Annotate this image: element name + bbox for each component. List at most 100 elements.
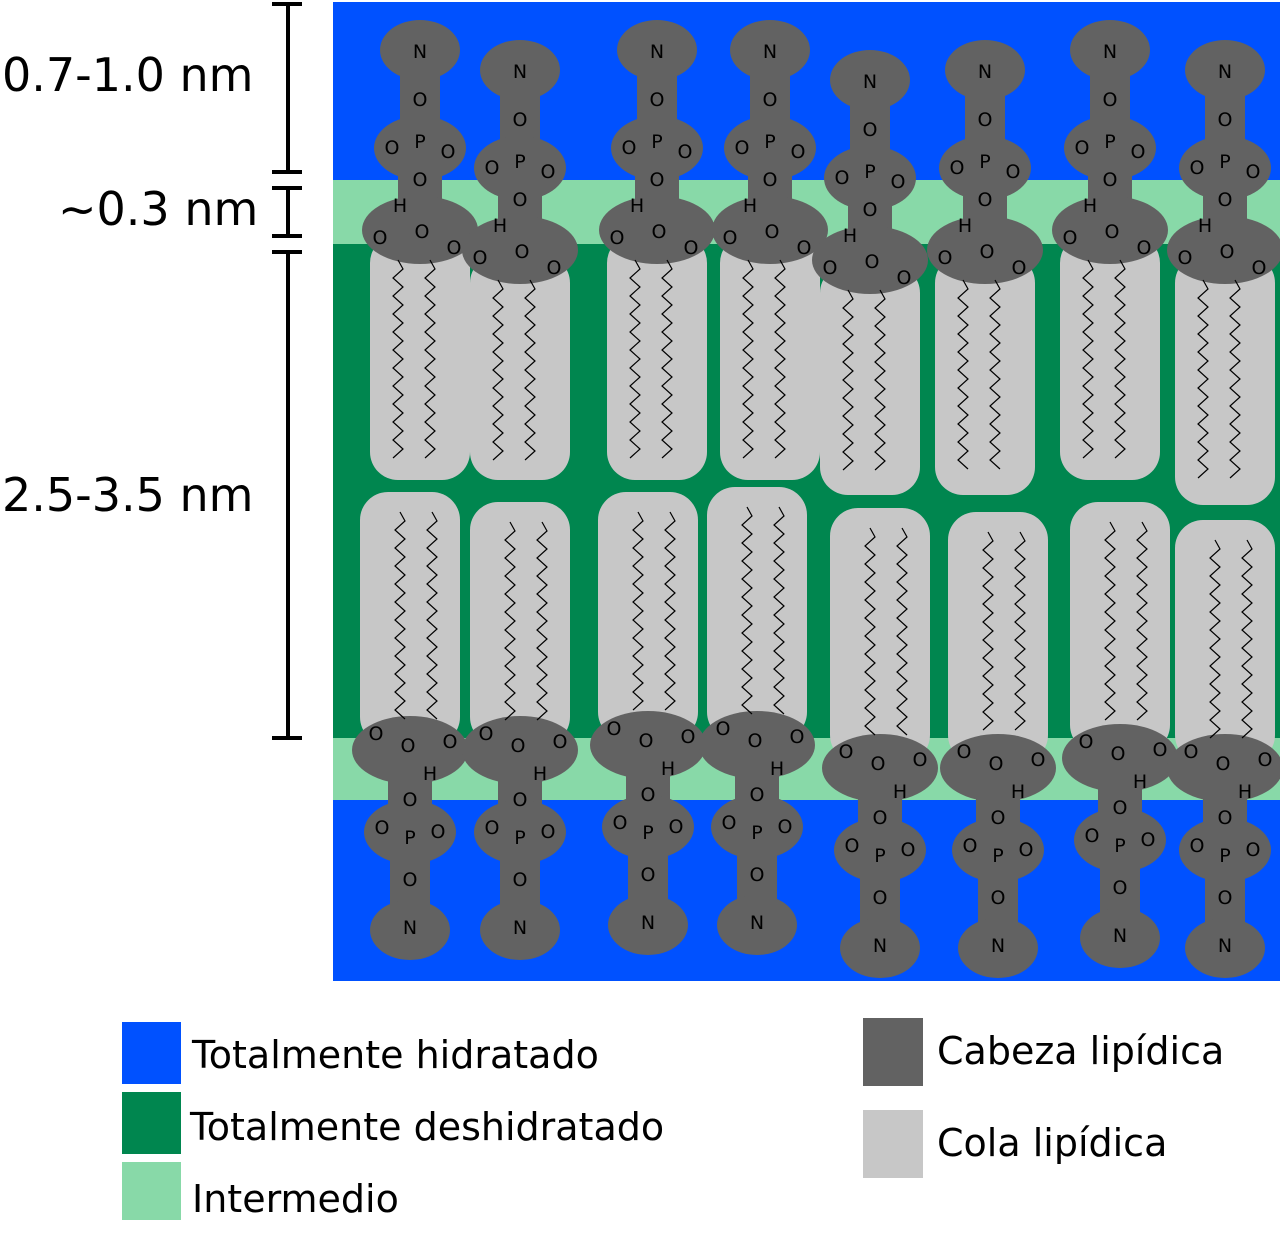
svg-text:O: O [1019,839,1034,861]
svg-text:O: O [978,189,993,211]
svg-text:O: O [447,237,462,259]
svg-text:O: O [485,817,500,839]
lipid-head [822,734,938,802]
svg-text:O: O [963,835,978,857]
lipid-tail [830,508,930,763]
legend-label-tail: Cola lipídica [937,1121,1168,1165]
svg-text:O: O [1220,241,1235,263]
svg-text:O: O [513,869,528,891]
svg-text:O: O [403,869,418,891]
lipid-tail [607,235,707,480]
svg-text:P: P [1104,131,1115,153]
svg-text:O: O [750,784,765,806]
svg-text:P: P [642,822,653,844]
svg-text:H: H [393,195,407,217]
lipid-head [1062,724,1178,792]
lipid-tail [360,492,460,745]
svg-text:H: H [893,781,907,803]
svg-text:O: O [385,137,400,159]
head-region-measurement: 0.7-1.0 nm [2,48,254,102]
svg-text:N: N [1103,41,1117,63]
legend-swatch-head [863,1018,923,1086]
svg-text:O: O [1079,731,1094,753]
svg-text:O: O [1103,169,1118,191]
svg-text:O: O [413,89,428,111]
svg-text:O: O [413,169,428,191]
svg-text:O: O [891,171,906,193]
measurement-bars [272,2,302,740]
svg-text:O: O [1075,137,1090,159]
legend-label-head: Cabeza lipídica [937,1029,1225,1073]
svg-text:P: P [414,131,425,153]
svg-text:O: O [723,227,738,249]
svg-text:P: P [1219,845,1230,867]
svg-text:O: O [431,821,446,843]
svg-text:O: O [1252,257,1267,279]
svg-text:O: O [991,807,1006,829]
svg-text:O: O [485,157,500,179]
svg-text:O: O [1218,807,1233,829]
svg-text:N: N [413,41,427,63]
svg-text:N: N [978,61,992,83]
svg-text:H: H [1198,215,1212,237]
lipid-head [712,196,828,264]
svg-text:O: O [750,864,765,886]
svg-text:O: O [1063,227,1078,249]
svg-text:O: O [684,237,699,259]
svg-text:N: N [1218,935,1232,957]
svg-text:O: O [1246,161,1261,183]
svg-text:O: O [443,731,458,753]
svg-text:O: O [901,839,916,861]
svg-text:O: O [778,816,793,838]
lipid-head [927,216,1043,284]
lipid-head [590,711,706,779]
lipid-head [812,226,928,294]
svg-text:H: H [1133,771,1147,793]
svg-text:O: O [1178,247,1193,269]
lipid-head [352,716,468,784]
svg-text:O: O [515,241,530,263]
svg-text:O: O [873,887,888,909]
svg-text:O: O [897,267,912,289]
svg-text:O: O [650,89,665,111]
svg-text:O: O [403,789,418,811]
svg-text:O: O [748,730,763,752]
lipid-head [462,716,578,784]
svg-text:O: O [1111,743,1126,765]
lipid-tail [935,255,1035,495]
svg-text:O: O [373,227,388,249]
svg-text:O: O [950,157,965,179]
svg-text:H: H [1083,195,1097,217]
svg-text:O: O [415,221,430,243]
svg-text:N: N [513,61,527,83]
lipid-tail [1060,235,1160,480]
svg-text:H: H [1011,781,1025,803]
svg-text:O: O [1141,829,1156,851]
lipid-head [699,711,815,779]
svg-text:P: P [751,822,762,844]
svg-text:O: O [1137,237,1152,259]
svg-text:O: O [938,247,953,269]
svg-text:P: P [514,151,525,173]
svg-text:O: O [1153,739,1168,761]
svg-text:H: H [493,215,507,237]
svg-text:O: O [473,247,488,269]
svg-text:O: O [681,726,696,748]
legend-label-hydrated: Totalmente hidratado [192,1033,599,1077]
lipid-head [1167,734,1280,802]
svg-text:H: H [630,195,644,217]
svg-text:O: O [613,812,628,834]
svg-text:O: O [722,812,737,834]
svg-text:P: P [864,161,875,183]
svg-text:O: O [1012,257,1027,279]
svg-text:O: O [610,227,625,249]
svg-text:O: O [865,251,880,273]
